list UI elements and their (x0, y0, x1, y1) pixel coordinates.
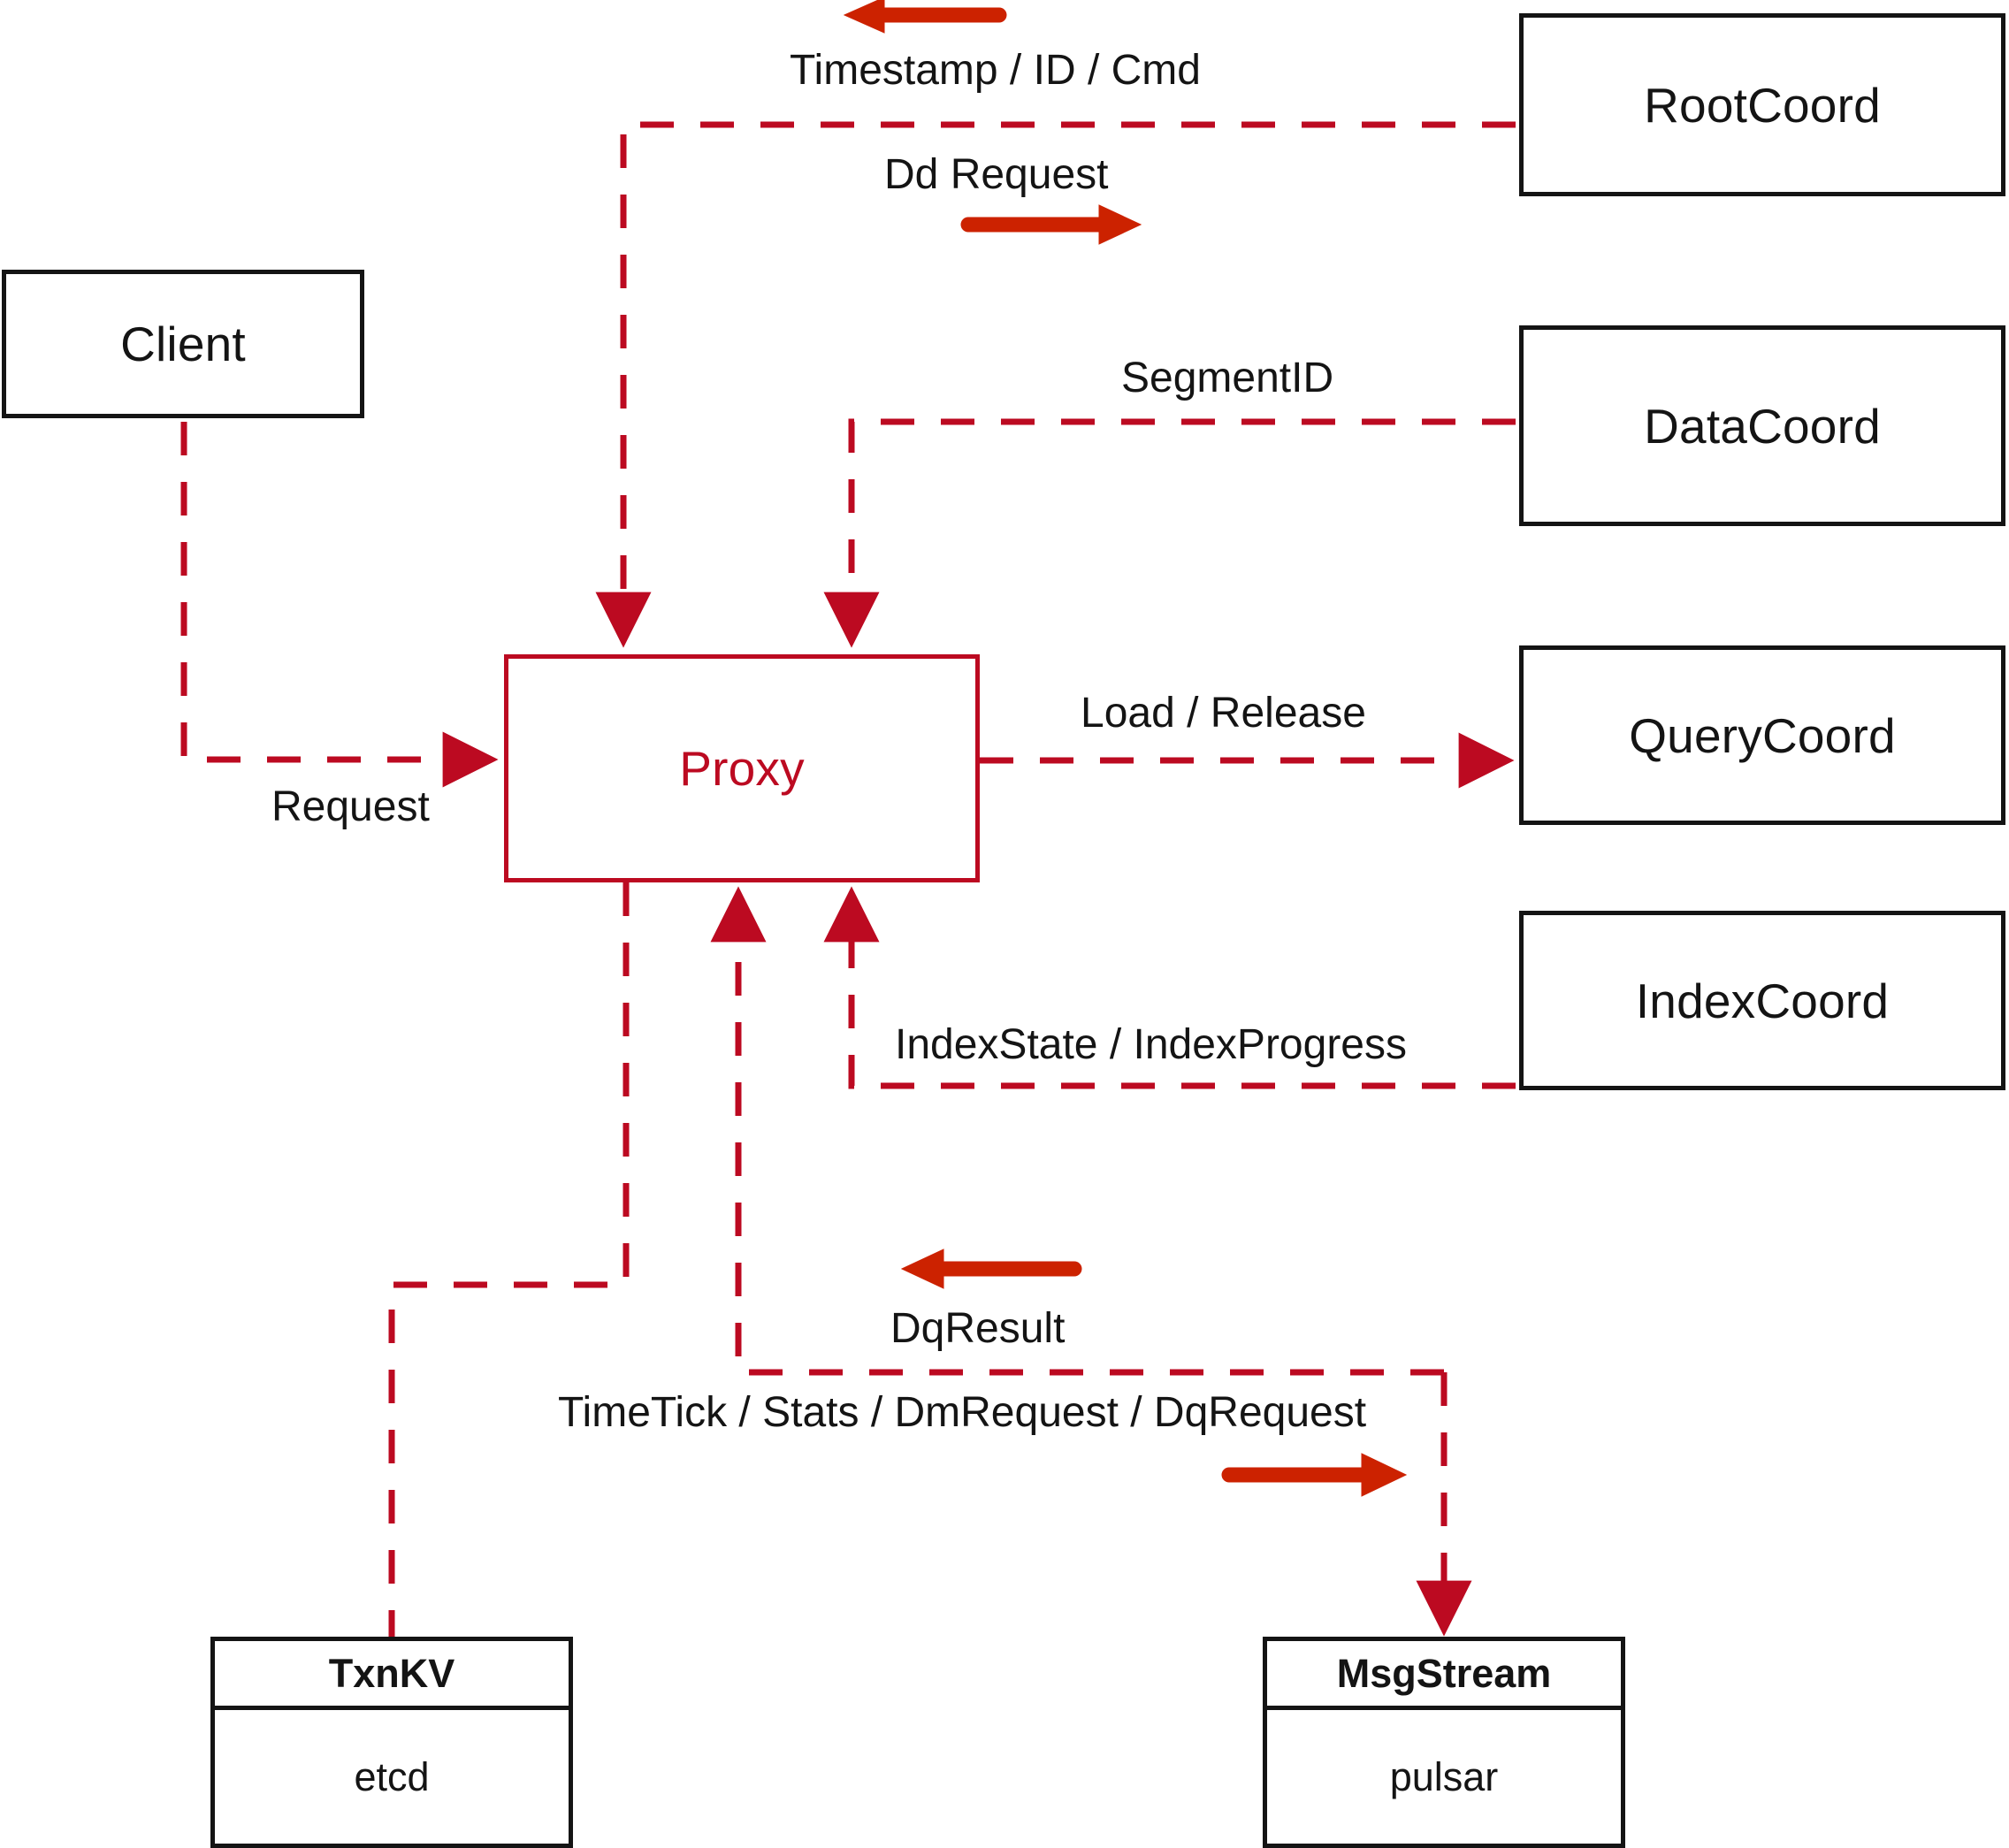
edge-label-timetick-stats: TimeTick / Stats / DmRequest / DqRequest (558, 1389, 1367, 1436)
node-client[interactable]: Client (2, 270, 364, 418)
edge-indexcoord-to-proxy (823, 886, 1516, 1089)
edge-label-dd-request: Dd Request (884, 151, 1109, 198)
arrow-timetick-right (1221, 1453, 1408, 1497)
edge-label-dqresult: DqResult (890, 1305, 1066, 1352)
node-proxy[interactable]: Proxy (504, 654, 980, 882)
node-rootcoord[interactable]: RootCoord (1519, 13, 2005, 196)
node-indexcoord-label: IndexCoord (1635, 973, 1890, 1028)
node-rootcoord-label: RootCoord (1644, 77, 1881, 133)
edge-label-index-state: IndexState / IndexProgress (895, 1021, 1407, 1068)
edge-msgstream-to-proxy (710, 886, 1444, 1376)
node-querycoord[interactable]: QueryCoord (1519, 645, 2005, 825)
arrow-dd-request-right (960, 204, 1142, 245)
edge-label-timestamp-id-cmd: Timestamp / ID / Cmd (790, 47, 1201, 94)
edge-client-to-proxy (180, 422, 499, 788)
edge-label-load-release: Load / Release (1081, 690, 1366, 737)
node-querycoord-label: QueryCoord (1629, 707, 1896, 763)
node-msgstream-header: MsgStream (1267, 1641, 1621, 1710)
node-proxy-label: Proxy (679, 741, 805, 796)
node-txnkv[interactable]: TxnKV etcd (210, 1637, 573, 1848)
edge-label-segmentid: SegmentID (1121, 355, 1334, 401)
arrow-timestamp-left (843, 0, 1007, 34)
node-txnkv-body: etcd (354, 1753, 430, 1799)
node-msgstream[interactable]: MsgStream pulsar (1263, 1637, 1625, 1848)
node-datacoord-label: DataCoord (1644, 398, 1881, 454)
node-client-label: Client (120, 317, 246, 371)
edge-proxy-to-txnkv (388, 882, 630, 1637)
node-indexcoord[interactable]: IndexCoord (1519, 911, 2005, 1090)
node-datacoord[interactable]: DataCoord (1519, 325, 2005, 526)
edge-datacoord-to-proxy (823, 418, 1516, 648)
node-msgstream-body: pulsar (1389, 1753, 1499, 1799)
edge-label-request: Request (271, 783, 430, 830)
edge-rootcoord-to-proxy (595, 121, 1516, 648)
arrow-dqresult-left (900, 1249, 1082, 1289)
node-txnkv-header: TxnKV (215, 1641, 569, 1710)
